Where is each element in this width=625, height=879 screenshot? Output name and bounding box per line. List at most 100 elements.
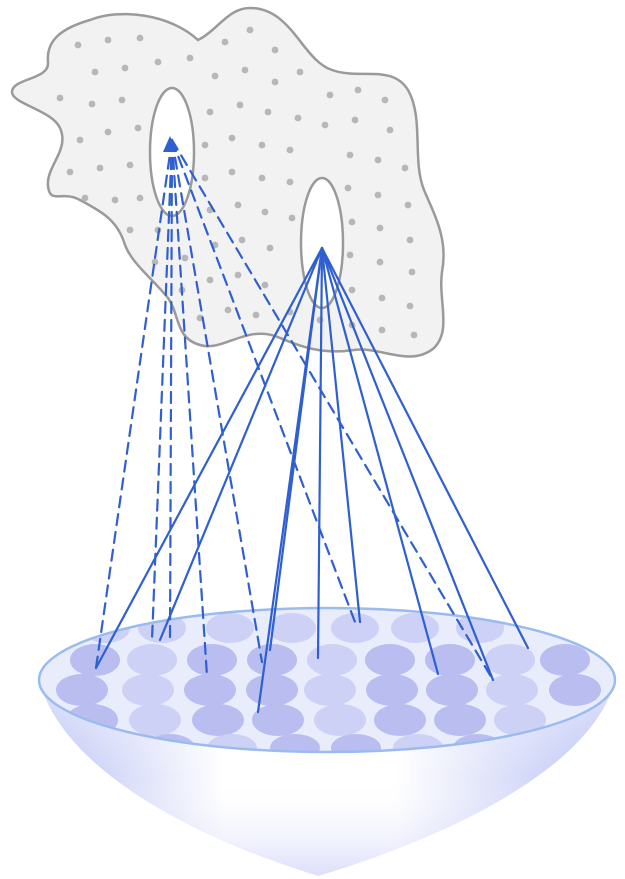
speckle-dot <box>349 219 356 226</box>
speckle-dot <box>409 269 416 276</box>
object-outline <box>12 8 444 357</box>
speckle-dot <box>377 259 384 266</box>
dish-cell <box>426 674 478 706</box>
speckle-dot <box>112 197 119 204</box>
dish-cell <box>425 644 475 676</box>
speckle-dot <box>355 87 362 94</box>
speckle-dot <box>137 35 144 42</box>
speckle-dot <box>352 117 359 124</box>
dish-cell <box>549 674 601 706</box>
speckle-dot <box>57 95 64 102</box>
speckle-dot <box>377 225 384 232</box>
speckle-dot <box>135 125 142 132</box>
speckle-dot <box>202 142 209 149</box>
speckle-dot <box>119 97 126 104</box>
speckle-dot <box>407 237 414 244</box>
speckle-dot <box>225 307 232 314</box>
dish-cell <box>246 674 298 706</box>
dish-cell <box>122 674 174 706</box>
speckle-dot <box>349 287 356 294</box>
speckle-dot <box>347 152 354 159</box>
speckle-dot <box>182 255 189 262</box>
dish-cell <box>374 704 426 736</box>
speckle-dot <box>345 185 352 192</box>
speckle-dot <box>127 227 134 234</box>
speckle-dot <box>375 192 382 199</box>
dish-cell <box>304 674 356 706</box>
speckle-dot <box>253 312 260 319</box>
speckle-dot <box>265 109 272 116</box>
speckle-dot <box>237 102 244 109</box>
dish-cell <box>366 674 418 706</box>
speckle-dot <box>229 135 236 142</box>
speckle-dot <box>105 129 112 136</box>
speckle-dot <box>327 92 334 99</box>
dish-cell <box>331 613 379 643</box>
dish-cell <box>184 674 236 706</box>
speckle-dot <box>82 195 89 202</box>
dish-cell <box>486 674 538 706</box>
dish-cell <box>192 704 244 736</box>
dish-cell <box>391 613 439 643</box>
speckle-dot <box>202 175 209 182</box>
speckle-dot <box>75 42 82 49</box>
dish-cell <box>540 644 590 676</box>
speckle-dot <box>272 47 279 54</box>
speckle-dot <box>347 252 354 259</box>
speckle-dot <box>411 332 418 339</box>
speckle-dot <box>212 73 219 80</box>
dish-cell <box>252 704 304 736</box>
speckle-dot <box>222 39 229 46</box>
speckle-dot <box>382 97 389 104</box>
dish-cell <box>129 704 181 736</box>
speckle-dot <box>287 147 294 154</box>
speckle-dot <box>89 101 96 108</box>
speckle-dot <box>289 215 296 222</box>
speckle-dot <box>295 115 302 122</box>
dish-cell <box>314 704 366 736</box>
speckle-dot <box>207 109 214 116</box>
speckle-dot <box>67 169 74 176</box>
speckle-dot <box>379 295 386 302</box>
speckle-dot <box>122 65 129 72</box>
speckle-dot <box>235 202 242 209</box>
speckled-object <box>12 8 444 357</box>
dish-cell <box>70 644 120 676</box>
dish-cell <box>307 644 357 676</box>
speckle-dot <box>127 162 134 169</box>
speckle-dot <box>262 209 269 216</box>
speckle-dot <box>235 272 242 279</box>
speckle-dot <box>187 55 194 62</box>
dish-cell <box>247 644 297 676</box>
speckle-dot <box>322 122 329 129</box>
speckle-dot <box>259 142 266 149</box>
dish-cell <box>187 644 237 676</box>
speckle-dot <box>239 237 246 244</box>
speckle-dot <box>297 69 304 76</box>
speckle-dot <box>379 327 386 334</box>
dish-cell <box>127 644 177 676</box>
speckle-dot <box>242 67 249 74</box>
speckle-dot <box>247 27 254 34</box>
speckle-dot <box>267 245 274 252</box>
speckle-dot <box>405 202 412 209</box>
speckle-dot <box>375 157 382 164</box>
speckle-dot <box>262 282 269 289</box>
speckle-dot <box>287 179 294 186</box>
speckle-dot <box>207 277 214 284</box>
dish-cell <box>434 704 486 736</box>
speckle-dot <box>97 165 104 172</box>
speckle-dot <box>137 195 144 202</box>
dish-cell <box>56 674 108 706</box>
speckle-dot <box>92 69 99 76</box>
speckle-dot <box>155 59 162 66</box>
speckle-dot <box>77 137 84 144</box>
speckle-dot <box>402 165 409 172</box>
speckle-dot <box>259 175 266 182</box>
dish-cell <box>206 613 254 643</box>
speckle-dot <box>272 79 279 86</box>
speckle-dot <box>387 127 394 134</box>
speckle-dot <box>105 37 112 44</box>
